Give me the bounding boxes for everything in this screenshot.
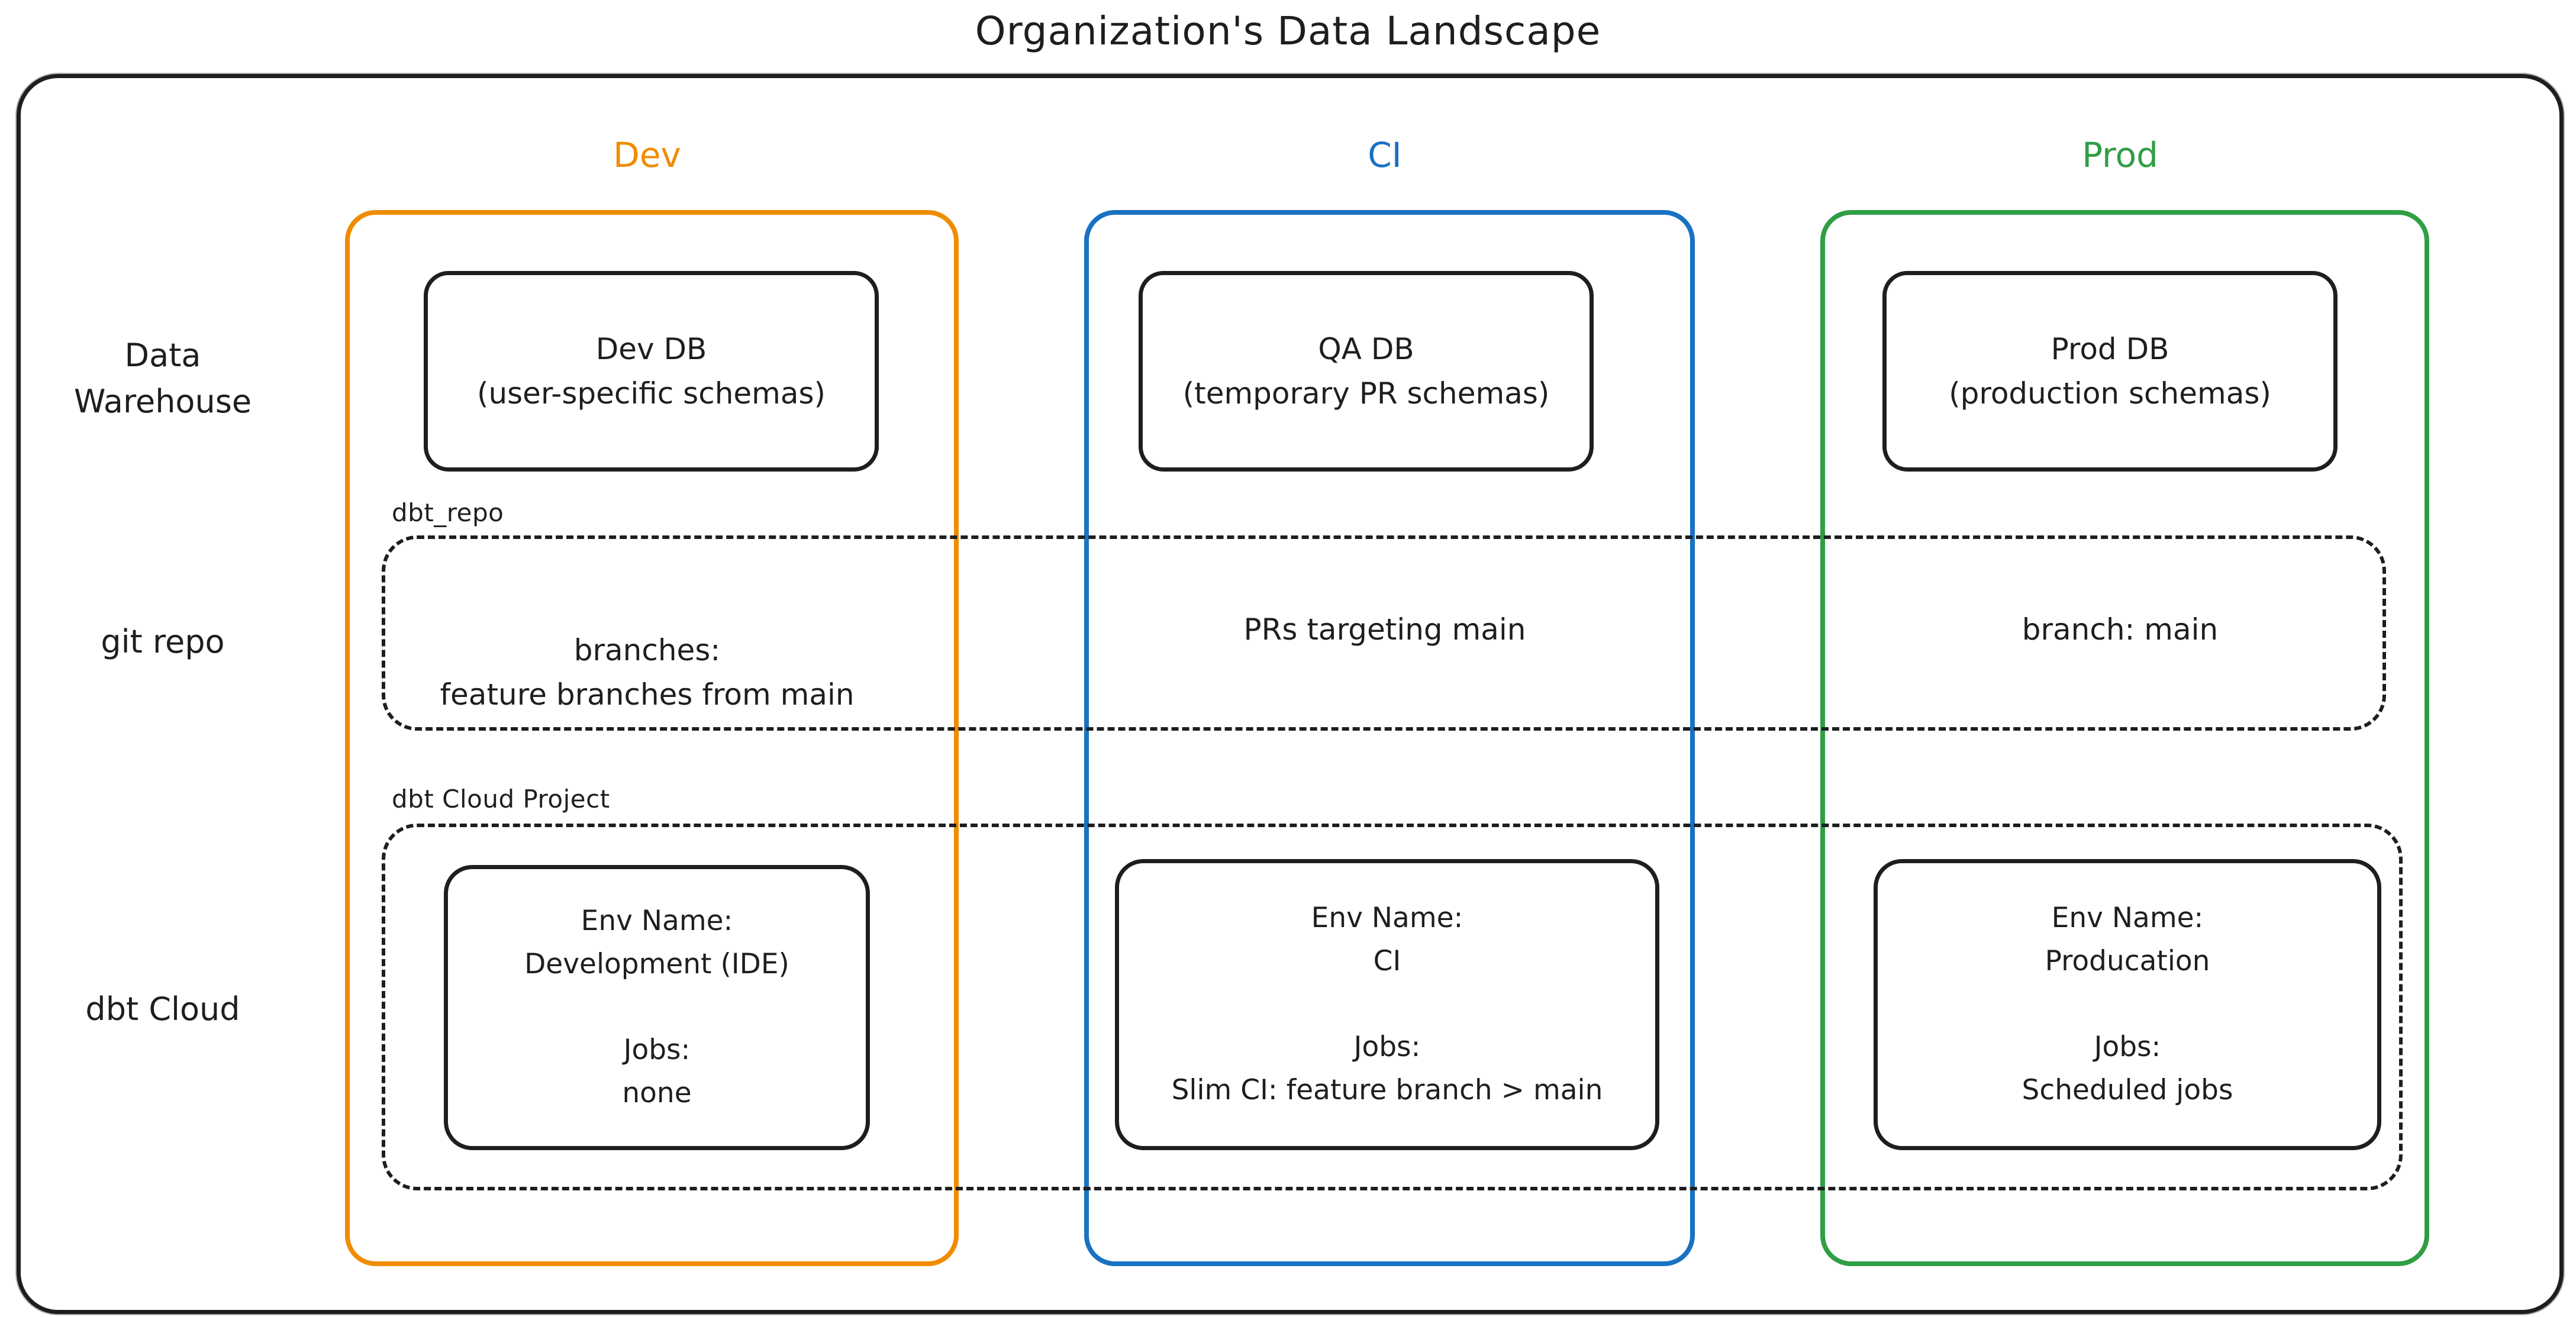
column-label-prod: Prod <box>2082 135 2158 175</box>
dbt-env-prod-text: Env Name: Producation Jobs: Scheduled jo… <box>2022 901 2233 1107</box>
git-cell-dev: branches: feature branches from main <box>345 535 949 724</box>
column-box-prod <box>1820 210 2429 1266</box>
dbt-env-box-dev: Env Name: Development (IDE) Jobs: none <box>444 865 870 1150</box>
git-cell-prod: branch: main <box>1820 535 2420 724</box>
dbt-env-box-ci: Env Name: CI Jobs: Slim CI: feature bran… <box>1115 859 1659 1150</box>
dev-db-text: Dev DB (user-specific schemas) <box>476 331 826 411</box>
qa-db-box: QA DB (temporary PR schemas) <box>1139 271 1594 472</box>
landscape-outer-frame <box>17 74 2564 1314</box>
dbt-env-ci-text: Env Name: CI Jobs: Slim CI: feature bran… <box>1171 901 1603 1107</box>
column-box-dev <box>345 210 959 1266</box>
column-box-ci <box>1084 210 1695 1266</box>
dbt-cloud-project-dashed-box <box>382 824 2403 1190</box>
git-cell-ci: PRs targeting main <box>1084 535 1685 724</box>
dbt-env-dev-text: Env Name: Development (IDE) Jobs: none <box>524 904 789 1110</box>
git-cell-dev-text: branches: feature branches from main <box>440 632 855 712</box>
prod-db-box: Prod DB (production schemas) <box>1882 271 2338 472</box>
git-repo-dashed-box <box>382 535 2386 731</box>
dev-db-box: Dev DB (user-specific schemas) <box>424 271 879 472</box>
page-title: Organization's Data Landscape <box>975 8 1601 54</box>
qa-db-text: QA DB (temporary PR schemas) <box>1182 331 1550 411</box>
dbt-repo-label: dbt_repo <box>392 498 504 527</box>
dbt-cloud-project-label: dbt Cloud Project <box>392 785 610 814</box>
column-label-dev: Dev <box>613 135 681 175</box>
prod-db-text: Prod DB (production schemas) <box>1949 331 2271 411</box>
row-label-data-warehouse: Data Warehouse <box>73 337 252 421</box>
row-label-git-repo: git repo <box>101 623 225 660</box>
row-label-dbt-cloud: dbt Cloud <box>85 990 240 1028</box>
git-cell-ci-text: PRs targeting main <box>1243 612 1526 647</box>
dbt-env-box-prod: Env Name: Producation Jobs: Scheduled jo… <box>1874 859 2381 1150</box>
git-cell-prod-text: branch: main <box>2022 612 2219 647</box>
column-label-ci: CI <box>1368 135 1402 175</box>
